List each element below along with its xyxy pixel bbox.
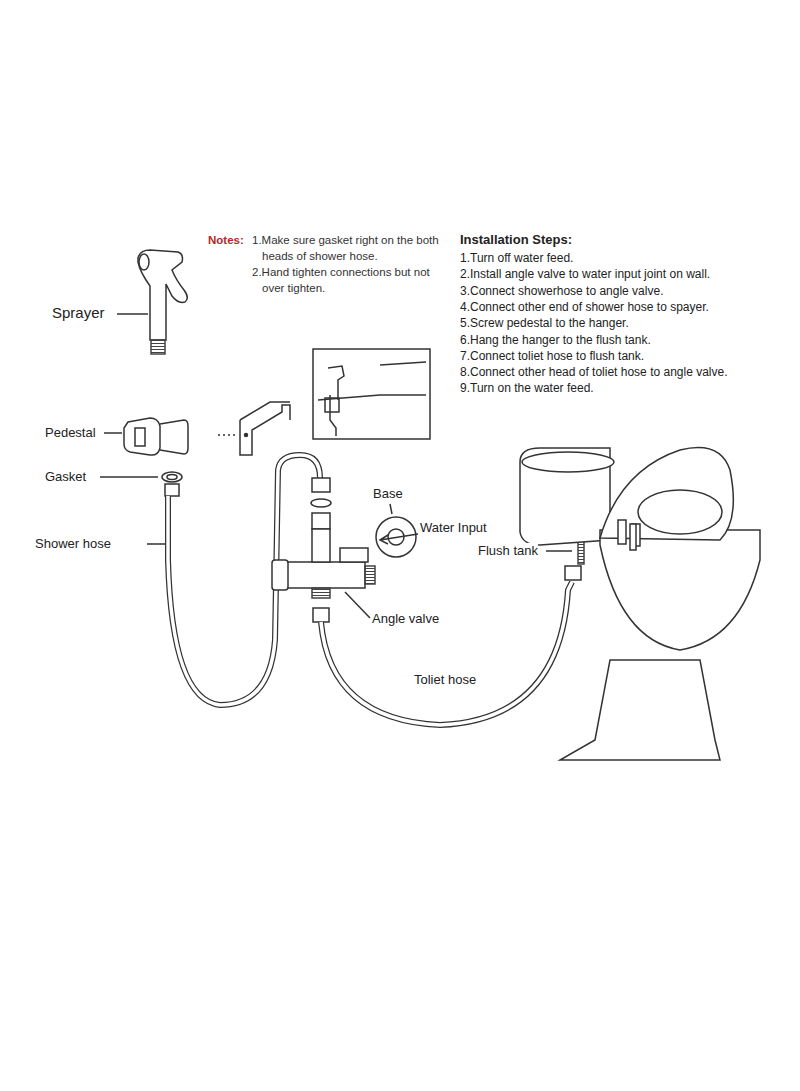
leader-line bbox=[100, 476, 158, 478]
leader-line bbox=[117, 313, 148, 315]
steps-heading: Installation Steps: bbox=[460, 232, 572, 248]
toilet-hose bbox=[313, 566, 581, 725]
install-step: 3.Connect showerhose to angle valve. bbox=[460, 283, 663, 299]
water-arrow bbox=[380, 534, 418, 544]
part-label: Water Input bbox=[420, 520, 487, 536]
sprayer bbox=[138, 250, 187, 354]
install-step: 8.Connect other head of toliet hose to a… bbox=[460, 364, 728, 380]
inset-view bbox=[313, 349, 430, 439]
install-step: 4.Connect other end of shower hose to sp… bbox=[460, 299, 709, 315]
part-label: Pedestal bbox=[45, 425, 96, 441]
note-text: 1.Make sure gasket right on the both hea… bbox=[252, 232, 442, 264]
leader-line bbox=[390, 504, 392, 514]
part-label: Sprayer bbox=[52, 305, 105, 321]
install-step: 5.Screw pedestal to the hanger. bbox=[460, 315, 629, 331]
part-label: Toliet hose bbox=[414, 672, 476, 688]
part-label: Base bbox=[373, 486, 403, 502]
leader-line bbox=[104, 432, 122, 434]
install-step: 6.Hang the hanger to the flush tank. bbox=[460, 332, 651, 348]
part-label: Shower hose bbox=[35, 536, 111, 552]
leader-line bbox=[546, 550, 572, 552]
part-label: Flush tank bbox=[478, 543, 538, 559]
note-heading: Notes: bbox=[208, 232, 244, 248]
install-step: 9.Turn on the water feed. bbox=[460, 380, 594, 396]
part-label: Angle valve bbox=[372, 611, 439, 627]
note-text: 2.Hand tighten connections but not over … bbox=[252, 264, 442, 296]
part-label: Gasket bbox=[45, 469, 86, 485]
leader-line bbox=[147, 543, 165, 545]
angle-valve bbox=[272, 513, 375, 598]
install-step: 1.Turn off water feed. bbox=[460, 250, 573, 266]
hanger bbox=[218, 402, 290, 455]
leader-line bbox=[345, 592, 370, 618]
install-step: 2.Install angle valve to water input joi… bbox=[460, 266, 710, 282]
gasket bbox=[162, 472, 182, 482]
pedestal bbox=[124, 418, 188, 455]
toilet bbox=[520, 448, 760, 761]
install-step: 7.Connect toliet hose to flush tank. bbox=[460, 348, 644, 364]
